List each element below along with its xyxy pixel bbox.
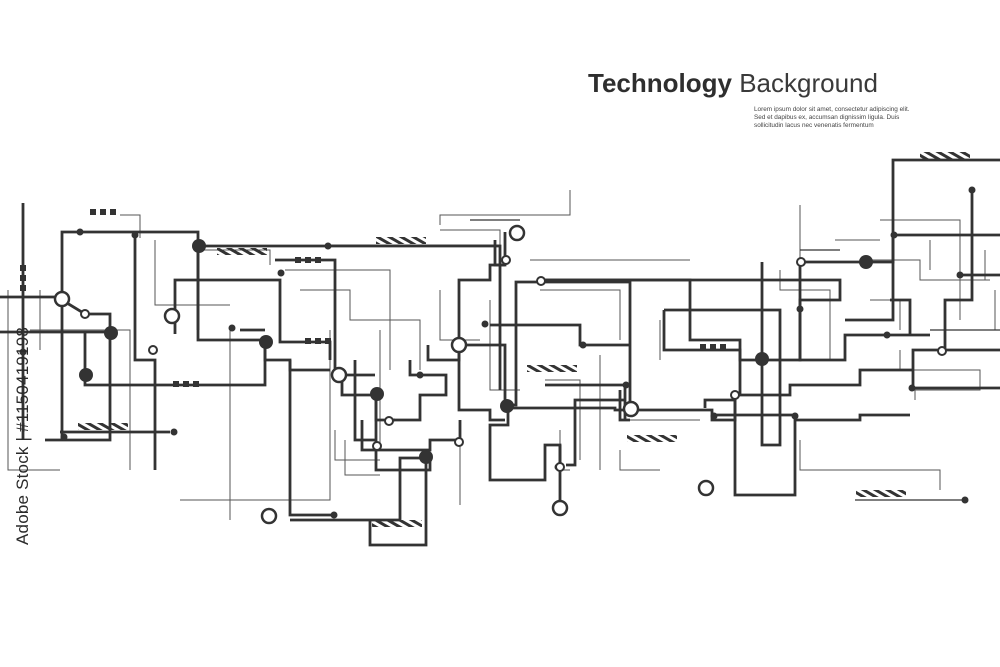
square-chips xyxy=(20,209,726,387)
hollow-rings xyxy=(53,224,715,525)
title-bold-word: Technology xyxy=(588,68,732,98)
stock-id-watermark: Adobe Stock | #1150419198 xyxy=(13,327,32,545)
small-dots xyxy=(19,186,976,519)
small-hollow-rings xyxy=(80,255,947,472)
title-light-word: Background xyxy=(739,68,878,98)
hatch-strips xyxy=(78,152,970,527)
thick-traces xyxy=(0,158,1000,547)
title-block: Technology Background Lorem ipsum dolor … xyxy=(588,66,910,130)
description-text: Lorem ipsum dolor sit amet, consectetur … xyxy=(754,106,910,129)
thin-traces xyxy=(7,190,996,520)
large-dots xyxy=(79,239,873,464)
page-title: Technology Background xyxy=(588,66,908,100)
end-lines xyxy=(470,219,1000,501)
